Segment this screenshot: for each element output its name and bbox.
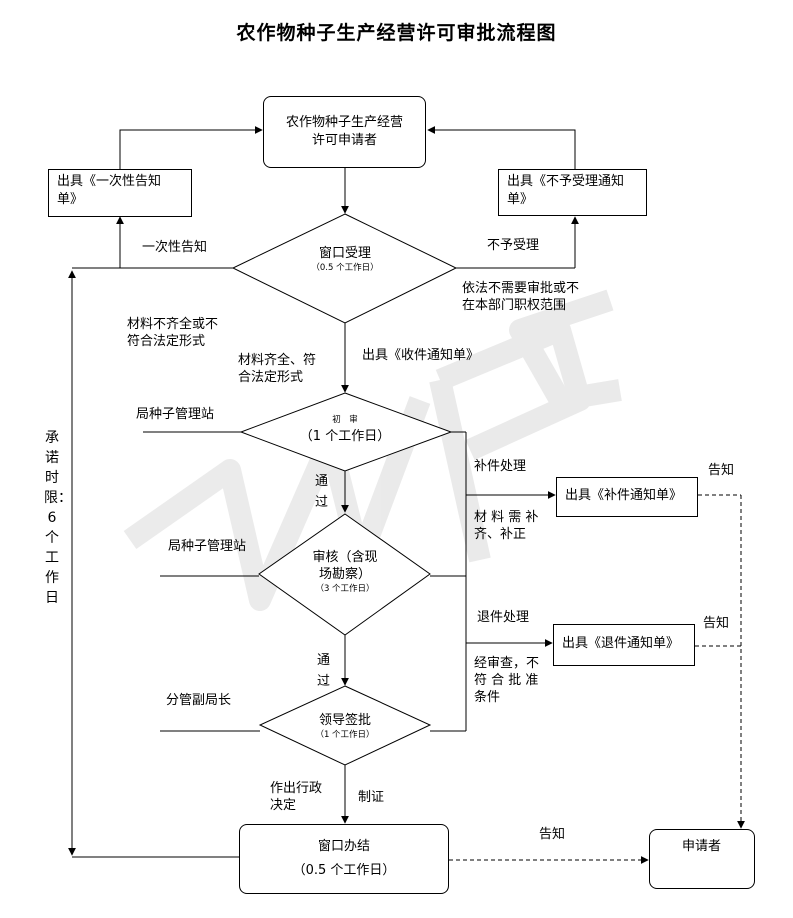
one-time-notice-box: 出具《一次性告知 单》 bbox=[48, 169, 192, 217]
label-not-required-1: 依法不需要审批或不 bbox=[462, 281, 580, 296]
label-pass-2: 通 过 bbox=[317, 652, 330, 690]
label-pass-2-b: 过 bbox=[317, 674, 331, 689]
applicant-bottom-text: 申请者 bbox=[682, 839, 722, 854]
label-make-decision: 作出行政 决定 bbox=[270, 780, 322, 814]
label-seed-station-2: 局种子管理站 bbox=[168, 539, 247, 554]
label-need-supplement: 材 料 需 补 齐、补正 bbox=[474, 509, 538, 543]
diamond-review bbox=[258, 513, 431, 636]
applicant-top-line2: 许可申请者 bbox=[311, 133, 377, 148]
label-time-limit: 承诺时限：6个工作日 bbox=[44, 430, 72, 606]
label-materials-complete: 材料齐全、符 合法定形式 bbox=[238, 352, 316, 386]
initial-review-text: 初 审 （1 个工作日） bbox=[285, 414, 405, 445]
label-one-time-notify: 一次性告知 bbox=[142, 240, 208, 255]
not-accepted-notice-line1: 出具《不予受理通知 bbox=[507, 174, 625, 189]
label-materials-incomplete-2: 符合法定形式 bbox=[127, 334, 206, 349]
label-materials-incomplete: 材料不齐全或不 符合法定形式 bbox=[127, 316, 218, 350]
window-accept-text: 窗口受理 （0.5 个工作日） bbox=[285, 245, 405, 274]
label-materials-complete-2: 合法定形式 bbox=[238, 370, 304, 385]
applicant-top-box: 农作物种子生产经营 许可申请者 bbox=[263, 96, 426, 168]
label-materials-incomplete-1: 材料不齐全或不 bbox=[127, 317, 219, 332]
label-notify-1: 告知 bbox=[708, 463, 735, 478]
diamond-leader-approval bbox=[258, 685, 432, 766]
window-accept-time: （0.5 个工作日） bbox=[311, 263, 379, 273]
label-need-supplement-2: 齐、补正 bbox=[474, 527, 527, 542]
review-name: 审核（含现 bbox=[312, 550, 378, 565]
label-materials-complete-1: 材料齐全、符 bbox=[238, 353, 317, 368]
label-pass-2-a: 通 bbox=[317, 653, 331, 668]
label-pass-1-a: 通 bbox=[315, 474, 329, 489]
window-accept-name: 窗口受理 bbox=[318, 246, 371, 261]
leader-approval-text: 领导签批 （1 个工作日） bbox=[285, 712, 405, 741]
label-not-accepted: 不予受理 bbox=[487, 238, 540, 253]
label-deputy-director: 分管副局长 bbox=[166, 693, 232, 708]
review-time: （3 个工作日） bbox=[315, 584, 375, 594]
window-complete-line1: 窗口办结 bbox=[317, 839, 370, 854]
label-receipt-notice: 出具《收件通知单》 bbox=[362, 348, 480, 363]
window-complete-line2: （0.5 个工作日） bbox=[292, 863, 396, 878]
label-supplement-process: 补件处理 bbox=[474, 459, 527, 474]
label-pass-1: 通 过 bbox=[315, 473, 328, 511]
diamond-window-accept bbox=[231, 213, 458, 324]
label-return-process: 退件处理 bbox=[477, 610, 530, 625]
return-notice-box: 出具《退件通知单》 bbox=[553, 624, 695, 666]
label-pass-1-b: 过 bbox=[315, 495, 329, 510]
label-not-meet: 经审查，不 符 合 批 准 条件 bbox=[474, 655, 539, 706]
return-notice-text: 出具《退件通知单》 bbox=[562, 636, 680, 651]
label-not-required-2: 在本部门职权范围 bbox=[462, 298, 567, 313]
label-certify: 制证 bbox=[358, 790, 385, 805]
applicant-bottom-box: 申请者 bbox=[649, 829, 755, 889]
initial-review-time: （1 个工作日） bbox=[299, 429, 391, 444]
applicant-top-line1: 农作物种子生产经营 bbox=[285, 115, 403, 130]
label-make-decision-1: 作出行政 bbox=[270, 781, 323, 796]
label-make-decision-2: 决定 bbox=[270, 798, 297, 813]
label-notify-3: 告知 bbox=[539, 827, 566, 842]
page-title: 农作物种子生产经营许可审批流程图 bbox=[236, 22, 557, 44]
initial-review-name: 初 审 bbox=[332, 415, 358, 425]
review-text: 审核（含现 场勘察） （3 个工作日） bbox=[285, 549, 405, 595]
label-not-meet-3: 条件 bbox=[474, 690, 501, 705]
leader-approval-name: 领导签批 bbox=[318, 713, 371, 728]
label-not-meet-2: 符 合 批 准 bbox=[474, 673, 539, 688]
supplement-notice-text: 出具《补件通知单》 bbox=[565, 488, 683, 503]
label-notify-2: 告知 bbox=[703, 616, 730, 631]
one-time-notice-line2: 单》 bbox=[57, 192, 84, 207]
leader-approval-time: （1 个工作日） bbox=[315, 730, 375, 740]
one-time-notice-line1: 出具《一次性告知 bbox=[57, 174, 162, 189]
label-seed-station-1: 局种子管理站 bbox=[136, 407, 215, 422]
supplement-notice-box: 出具《补件通知单》 bbox=[556, 477, 698, 517]
label-need-supplement-1: 材 料 需 补 bbox=[474, 510, 539, 525]
label-not-required: 依法不需要审批或不 在本部门职权范围 bbox=[462, 280, 579, 314]
not-accepted-notice-line2: 单》 bbox=[507, 192, 534, 207]
diamond-initial-review bbox=[239, 392, 453, 472]
review-name2: 场勘察） bbox=[318, 567, 371, 582]
window-complete-box: 窗口办结 （0.5 个工作日） bbox=[239, 824, 449, 894]
label-not-meet-1: 经审查，不 bbox=[474, 656, 540, 671]
not-accepted-notice-box: 出具《不予受理通知 单》 bbox=[498, 169, 647, 216]
